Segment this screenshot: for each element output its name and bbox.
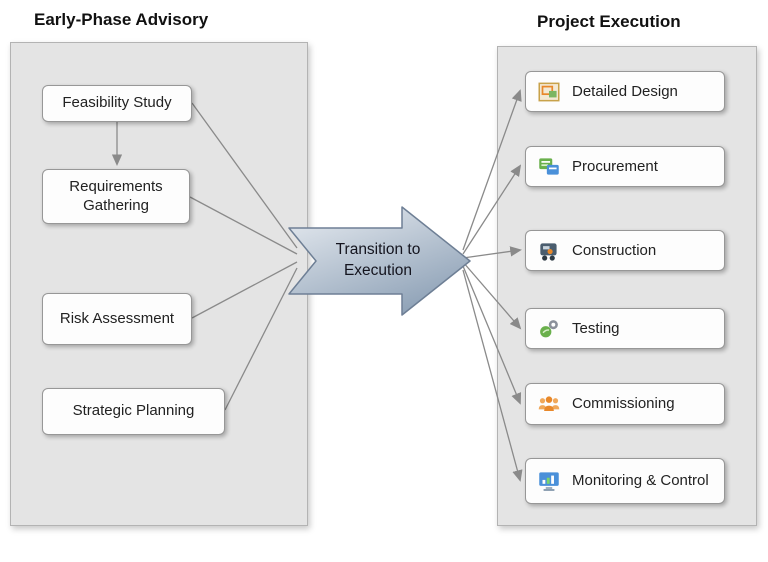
node-label: Risk Assessment: [59, 309, 175, 327]
transition-arrow-label: Transition to Execution: [335, 241, 421, 279]
node-risk-assessment: Risk Assessment: [42, 293, 192, 345]
blueprint-icon: [536, 79, 562, 105]
node-label: Commissioning: [572, 395, 675, 412]
execution-panel: [497, 46, 757, 526]
node-label: Feasibility Study: [62, 94, 172, 112]
procurement-icon: [536, 154, 562, 180]
monitoring-icon: [536, 468, 562, 494]
node-label: Construction: [572, 241, 657, 259]
node-label: Strategic Planning: [72, 402, 195, 420]
node-feasibility-study: Feasibility Study: [42, 85, 192, 122]
node-commissioning: Commissioning: [525, 383, 725, 425]
node-label: Testing: [572, 319, 620, 337]
node-testing: Testing: [525, 308, 725, 349]
node-requirements-gathering: Requirements Gathering: [42, 169, 190, 224]
right-panel-title: Project Execution: [537, 12, 681, 31]
construction-icon: [536, 238, 562, 264]
node-label: Detailed Design: [572, 82, 678, 100]
node-detailed-design: Detailed Design: [525, 71, 725, 112]
node-strategic-planning: Strategic Planning: [42, 388, 225, 435]
commissioning-icon: [536, 391, 562, 417]
left-panel-title: Early-Phase Advisory: [34, 10, 209, 29]
node-construction: Construction: [525, 230, 725, 271]
node-label: Monitoring & Control: [572, 472, 709, 489]
node-label: Procurement: [572, 157, 658, 175]
node-procurement: Procurement: [525, 146, 725, 187]
node-label: Requirements Gathering: [69, 177, 163, 214]
testing-icon: [536, 316, 562, 342]
node-monitoring-control: Monitoring & Control: [525, 458, 725, 504]
